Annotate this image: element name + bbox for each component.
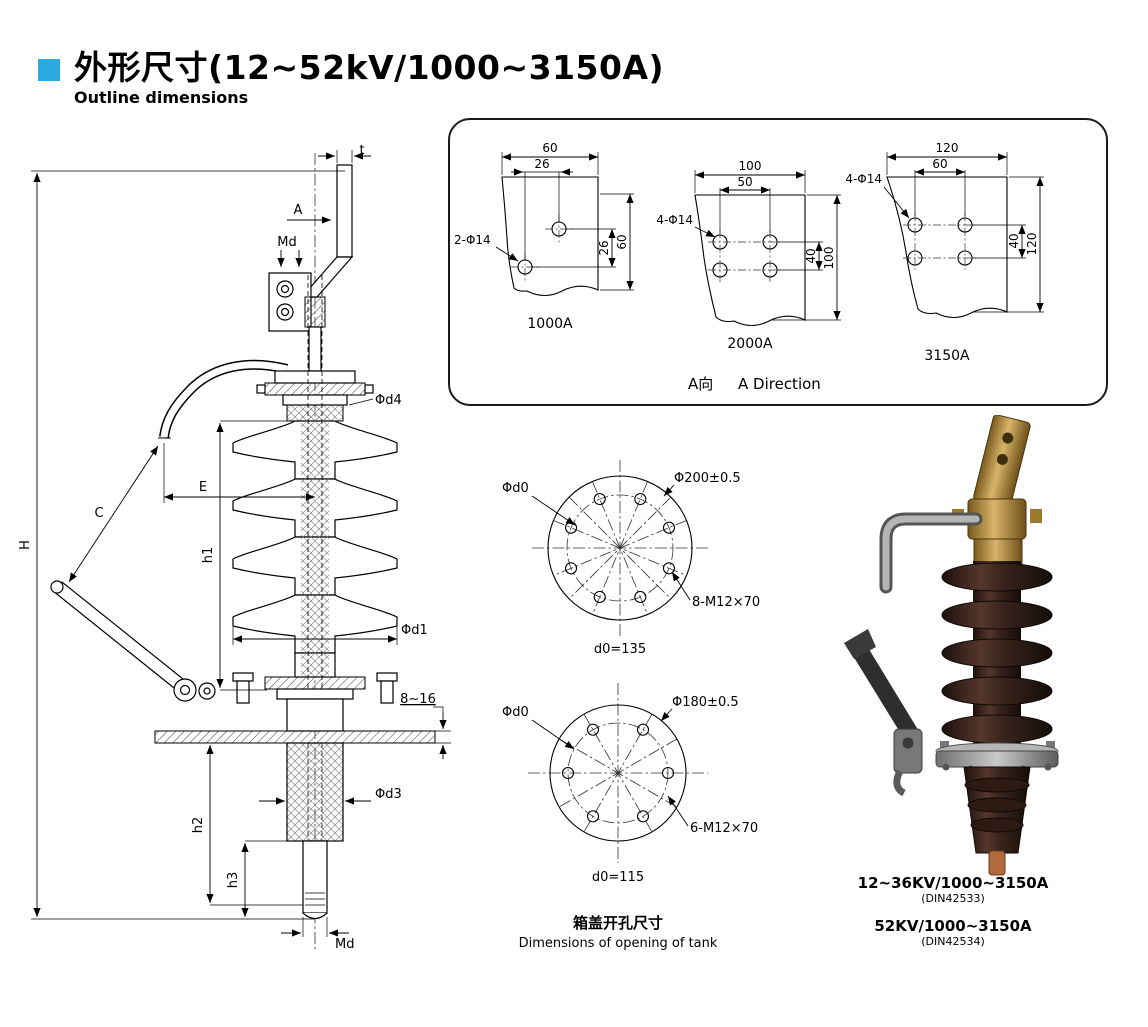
- dim-3150a-inner: 60: [932, 157, 947, 171]
- dim-2000a-v-outer: 100: [822, 247, 836, 270]
- bottom-stem: [302, 840, 328, 920]
- dim-label-t: t: [359, 145, 364, 158]
- dim-label-h3: h3: [226, 872, 241, 889]
- label-2000a: 2000A: [727, 336, 773, 352]
- terminal-3150A: 120 60 4-Φ14 40 120 3150A: [845, 141, 1044, 364]
- dim-label-phi-d4: Φd4: [375, 393, 402, 408]
- lower-porcelain: [286, 742, 344, 842]
- insulator-stack: [941, 538, 1053, 753]
- terminal-patterns-drawing: 60 26 2-Φ14 26 60 1000A: [454, 141, 1044, 393]
- dim-label-h2: h2: [191, 817, 206, 834]
- dim-1000a-v-outer: 60: [615, 234, 629, 249]
- label-3150a: 3150A: [924, 348, 970, 364]
- operating-lever: [50, 580, 216, 702]
- a-direction-caption-cn: A向: [688, 375, 713, 393]
- model-b-label: 52KV/1000~3150A: [874, 917, 1032, 935]
- product-model-labels: 12~36KV/1000~3150A (DIN42533) 52KV/1000~…: [828, 874, 1078, 960]
- circle1-bolt-spec: 8-M12×70: [692, 595, 760, 610]
- bent-conductor-rod: [879, 512, 983, 594]
- dim-1000a-v-inner: 26: [597, 240, 611, 255]
- title-accent-square: [38, 59, 60, 81]
- dim-label-a-direction: A: [294, 203, 303, 218]
- dim-label-h: H: [18, 540, 33, 550]
- dim-3150a-holes: 4-Φ14: [845, 172, 882, 186]
- terminal-direction-box: 60 26 2-Φ14 26 60 1000A: [448, 118, 1108, 406]
- conductor-dashed-lines: [307, 275, 323, 731]
- terminal-2000A: 100 50 4-Φ14 40 100 2000A: [656, 159, 841, 352]
- page-header: 外形尺寸(12~52kV/1000~3150A) Outline dimensi…: [38, 48, 665, 108]
- core-hatch: [301, 409, 329, 677]
- terminal-1000A: 60 26 2-Φ14 26 60 1000A: [454, 141, 634, 332]
- page-title: 外形尺寸(12~52kV/1000~3150A): [74, 48, 665, 87]
- circle2-outer-dia: Φ180±0.5: [672, 695, 739, 710]
- dim-1000a-holes: 2-Φ14: [454, 233, 491, 247]
- model-a-label: 12~36KV/1000~3150A: [857, 874, 1049, 892]
- brass-terminal-flag: [973, 415, 1031, 509]
- dim-1000a-width: 60: [542, 141, 557, 155]
- circle2-d0-label: Φd0: [502, 705, 529, 720]
- dim-2000a-v-inner: 40: [804, 248, 818, 263]
- bushing-product-photo: [844, 415, 1059, 876]
- dim-3150a-width: 120: [936, 141, 959, 155]
- dim-label-e: E: [199, 480, 207, 495]
- dim-2000a-holes: 4-Φ14: [656, 213, 693, 227]
- lower-insulator: [963, 766, 1031, 876]
- dimension-annotations: t A Md Φd4 E C H h: [18, 145, 451, 952]
- circle2-bolt-spec: 6-M12×70: [690, 821, 758, 836]
- dim-label-flange-thickness: 8~16: [400, 692, 436, 707]
- tank-opening-circle-2: Φd0 Φ180±0.5 6-M12×70 d0=115: [502, 683, 758, 885]
- dim-label-phi-d1: Φd1: [401, 623, 428, 638]
- page-subtitle: Outline dimensions: [74, 88, 249, 108]
- bushing-outline-drawing: t A Md Φd4 E C H h: [18, 145, 451, 952]
- model-a-standard: (DIN42533): [921, 892, 985, 905]
- bolt-circle-6: [528, 683, 708, 863]
- tank-opening-caption: 箱盖开孔尺寸 Dimensions of opening of tank: [498, 912, 738, 951]
- top-terminal-flag: [268, 164, 354, 372]
- circle1-d0-label: Φd0: [502, 481, 529, 496]
- circle1-outer-dia: Φ200±0.5: [674, 471, 741, 486]
- bolt-circle-8: [532, 460, 708, 636]
- mounting-flange-photo: [935, 741, 1059, 774]
- dim-3150a-v-inner: 40: [1007, 233, 1021, 248]
- dim-1000a-inner: 26: [534, 157, 549, 171]
- model-b-standard: (DIN42534): [921, 935, 985, 948]
- tank-caption-en: Dimensions of opening of tank: [518, 936, 718, 951]
- mounting-flange: [154, 672, 436, 744]
- dim-label-md-bottom: Md: [335, 937, 354, 952]
- circle2-d0-value: d0=115: [592, 870, 644, 885]
- a-direction-caption-en: A Direction: [738, 375, 821, 393]
- label-1000a: 1000A: [527, 316, 573, 332]
- dim-label-phi-d3: Φd3: [375, 787, 402, 802]
- operating-handle-photo: [844, 629, 923, 797]
- dim-label-c: C: [94, 506, 103, 521]
- dim-2000a-width: 100: [739, 159, 762, 173]
- dim-2000a-inner: 50: [737, 175, 752, 189]
- elbow-conductor: [158, 359, 289, 439]
- dim-label-md-top: Md: [277, 235, 296, 250]
- circle1-d0-value: d0=135: [594, 642, 646, 657]
- tank-caption-cn: 箱盖开孔尺寸: [572, 914, 663, 932]
- dim-label-h1: h1: [201, 547, 216, 564]
- dim-3150a-v-outer: 120: [1025, 233, 1039, 256]
- copper-stud: [988, 850, 1006, 876]
- tank-opening-circle-1: Φd0 Φ200±0.5 8-M12×70 d0=135: [502, 460, 760, 657]
